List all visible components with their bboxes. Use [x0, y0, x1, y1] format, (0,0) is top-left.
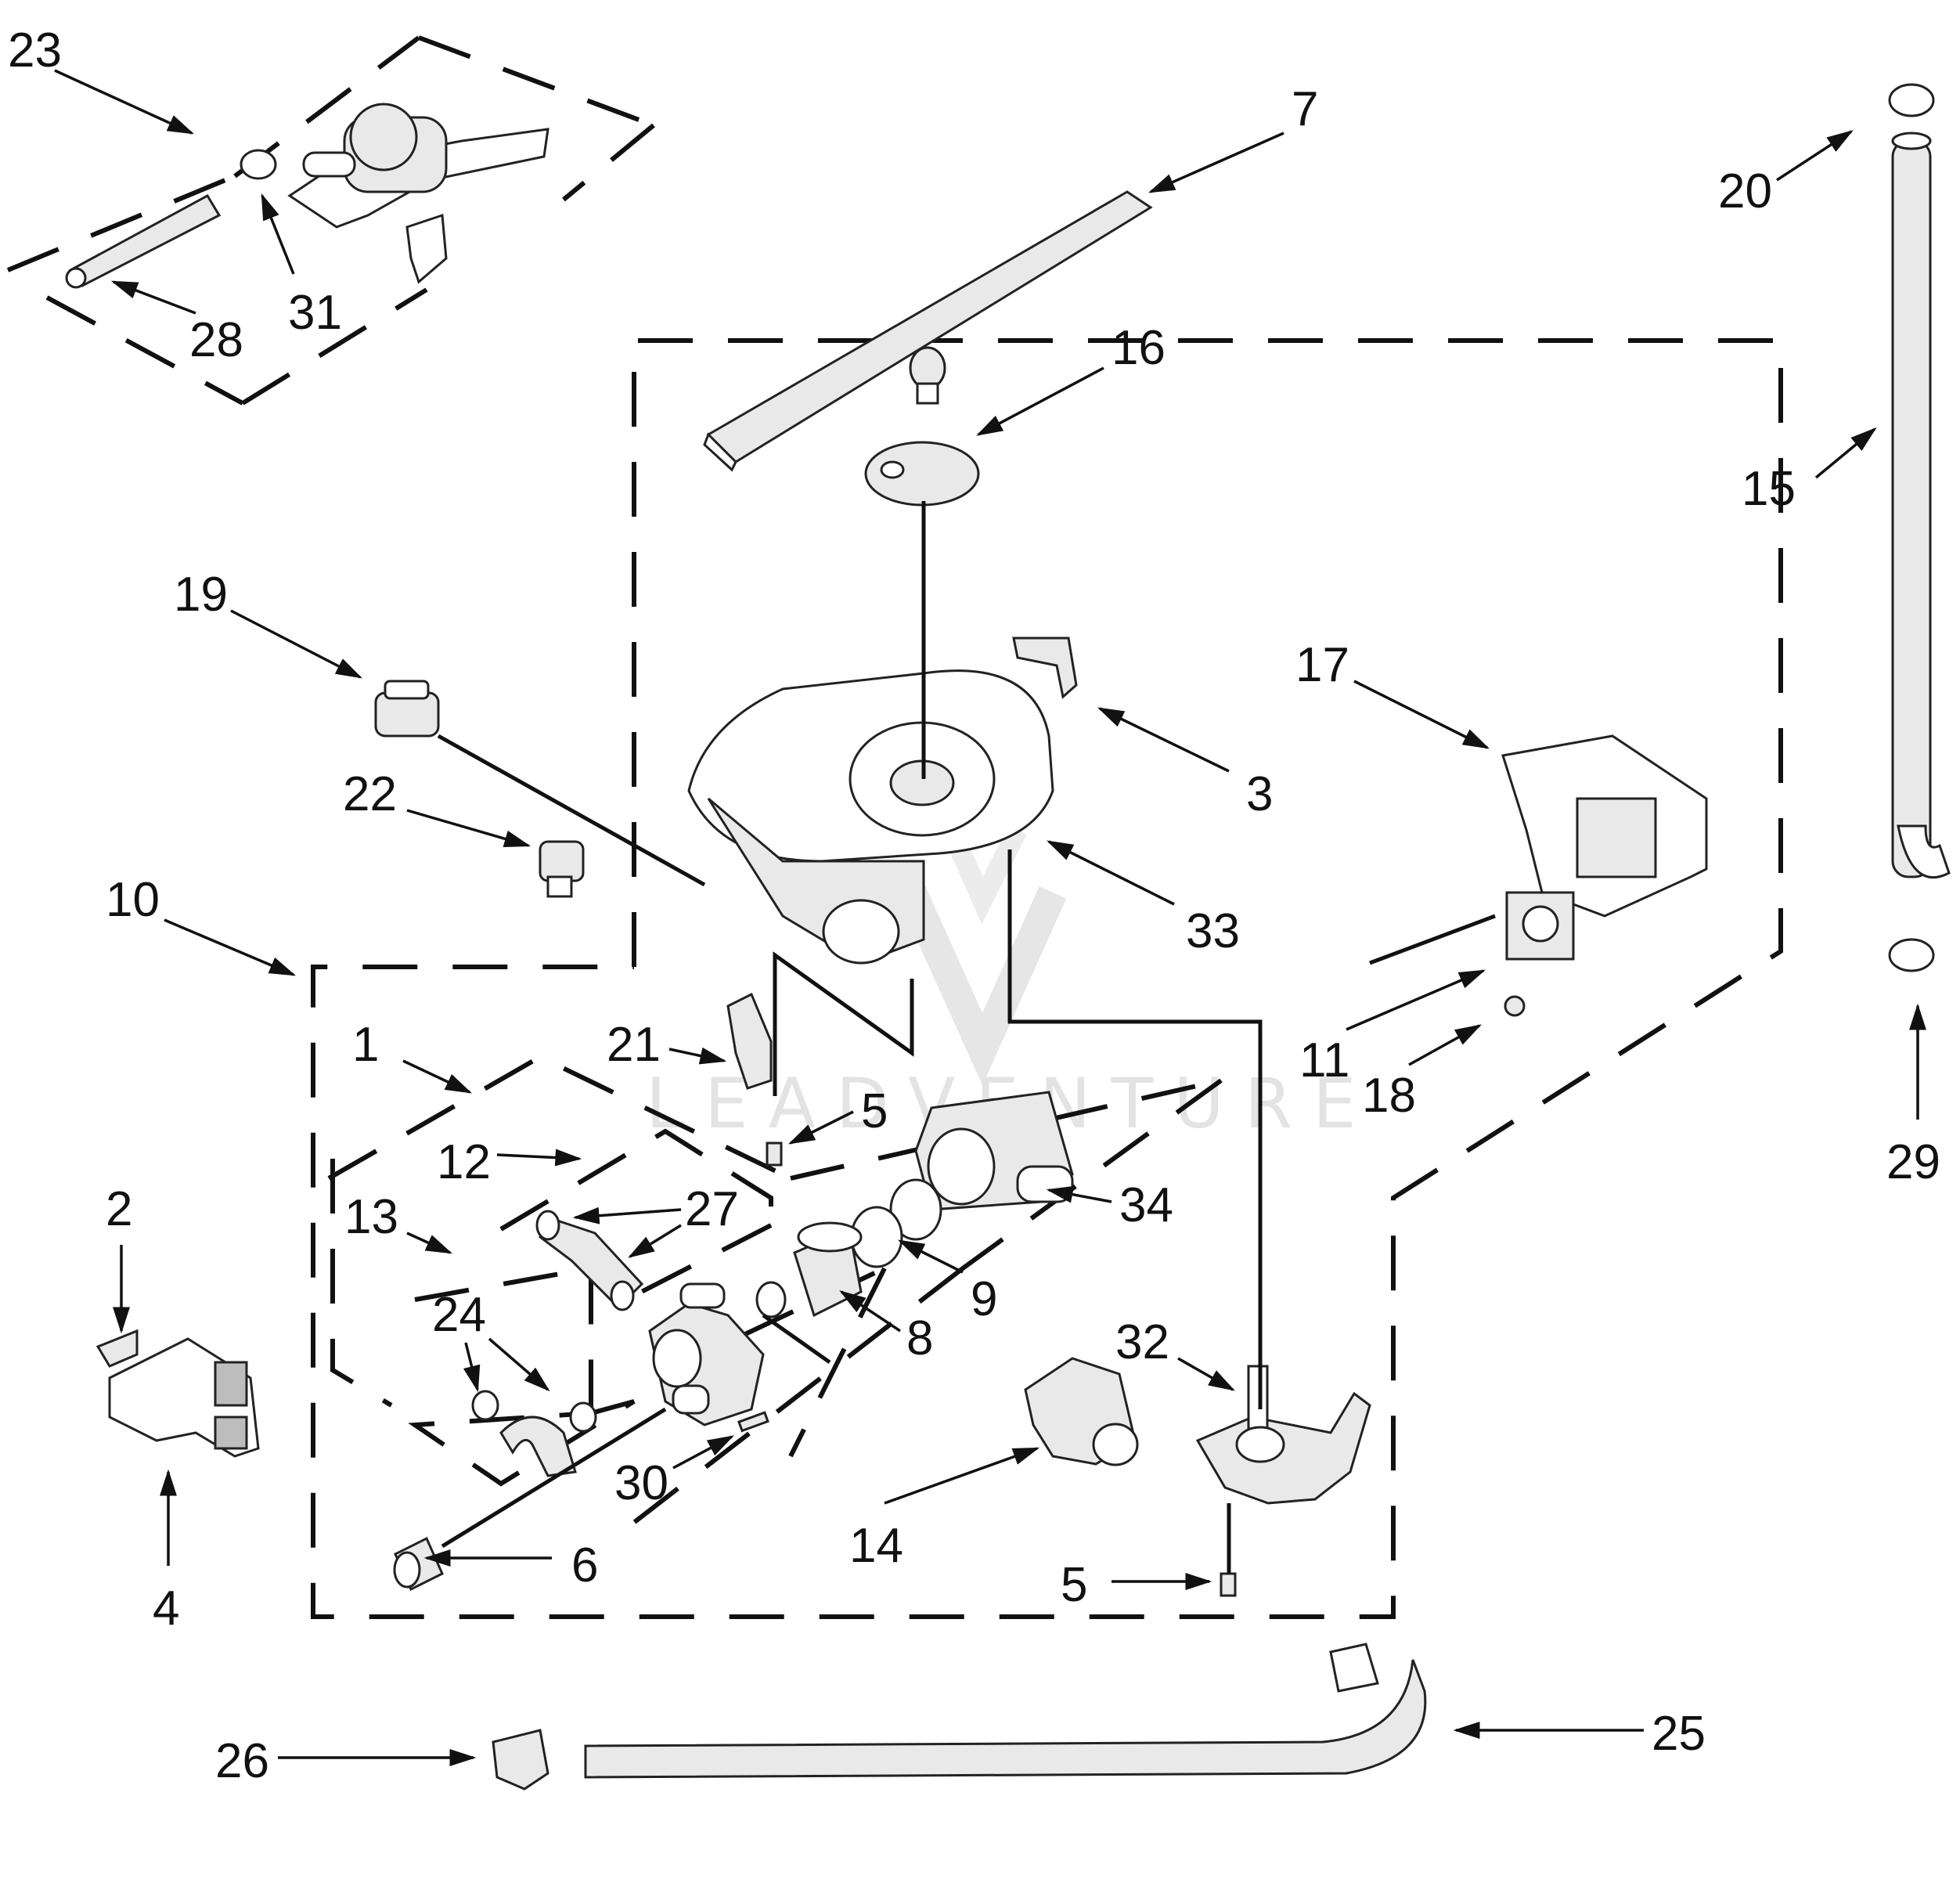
callout-16: 16 — [1112, 321, 1166, 375]
boundary-top-left-kit — [6, 35, 655, 406]
callout-22: 22 — [343, 767, 397, 821]
parts — [65, 83, 1951, 1791]
callout-10: 10 — [106, 873, 160, 927]
boundary-kit-inner — [330, 1159, 887, 1458]
callout-29: 29 — [1886, 1135, 1940, 1189]
callout-6: 6 — [571, 1538, 598, 1592]
mount-11 — [1505, 891, 1575, 961]
elbow-24 — [471, 1390, 597, 1477]
callout-8: 8 — [906, 1311, 933, 1365]
sensor-19 — [374, 680, 440, 738]
ring-9 — [850, 1178, 942, 1268]
callout-30: 30 — [614, 1456, 668, 1510]
callout-19: 19 — [174, 568, 228, 622]
callout-9: 9 — [971, 1272, 997, 1326]
fitting-6 — [393, 1536, 444, 1592]
callout-26: 26 — [215, 1734, 269, 1788]
callout-14: 14 — [849, 1519, 903, 1573]
cover-3 — [1012, 637, 1078, 699]
clamp-29 — [1888, 938, 1935, 972]
vent-hose — [1891, 132, 1951, 879]
callout-20: 20 — [1718, 164, 1772, 218]
disc-16 — [864, 441, 980, 507]
callout-33: 33 — [1186, 904, 1240, 958]
clamp-20 — [1888, 83, 1935, 117]
callout-5-upper: 5 — [861, 1084, 888, 1138]
assembly-lines — [437, 501, 1496, 1574]
callout-11: 11 — [1299, 1033, 1349, 1087]
boundary-sump — [311, 338, 1783, 1619]
screw-5-upper — [766, 1141, 783, 1167]
clip-26 — [492, 1729, 549, 1791]
callout-2: 2 — [106, 1182, 132, 1236]
bracket-2-4 — [95, 1329, 260, 1458]
callout-3: 3 — [1246, 767, 1273, 821]
drain-hose-25 — [584, 1643, 1427, 1779]
callout-15: 15 — [1742, 462, 1796, 516]
bracket-17 — [1501, 734, 1708, 918]
callout-7: 7 — [1292, 82, 1318, 136]
screw-18 — [1504, 995, 1526, 1017]
pump-housing — [648, 1281, 787, 1426]
impeller-8 — [793, 1221, 863, 1318]
hose-27 — [535, 1210, 644, 1311]
leader-arrows — [54, 69, 1926, 1766]
callout-25: 25 — [1652, 1707, 1706, 1761]
water-valve-assembly — [287, 103, 549, 284]
callout-4: 4 — [153, 1581, 179, 1636]
clip-21 — [726, 992, 773, 1090]
fill-hose — [65, 193, 222, 289]
sump-33 — [687, 669, 1054, 965]
callout-labels: 23 7 20 31 28 16 15 19 17 3 22 33 10 1 2… — [8, 23, 1940, 1788]
callout-18: 18 — [1362, 1069, 1416, 1123]
hose-clamp-31 — [240, 149, 277, 180]
housing-32 — [1195, 1365, 1371, 1505]
callout-5-lower: 5 — [1061, 1558, 1087, 1612]
screw-5-lower — [1220, 1572, 1237, 1597]
drain-pump-14 — [1024, 1357, 1139, 1466]
callout-34: 34 — [1119, 1178, 1173, 1232]
screw-30 — [737, 1411, 769, 1433]
lower-spray-arm — [703, 190, 1153, 472]
callout-27: 27 — [685, 1182, 739, 1236]
callout-24: 24 — [432, 1288, 486, 1342]
callout-23: 23 — [8, 23, 62, 78]
callout-28: 28 — [189, 313, 243, 367]
boundary-12 — [499, 1128, 773, 1302]
callout-32: 32 — [1115, 1315, 1169, 1369]
motor-34 — [914, 1091, 1074, 1211]
callout-1: 1 — [352, 1018, 379, 1072]
boundary-13 — [408, 1265, 636, 1487]
callout-12: 12 — [437, 1135, 491, 1189]
thermostat-22 — [539, 840, 585, 898]
callout-21: 21 — [607, 1018, 661, 1072]
callout-17: 17 — [1295, 638, 1349, 692]
callout-13: 13 — [344, 1190, 398, 1244]
callout-31: 31 — [288, 286, 342, 340]
